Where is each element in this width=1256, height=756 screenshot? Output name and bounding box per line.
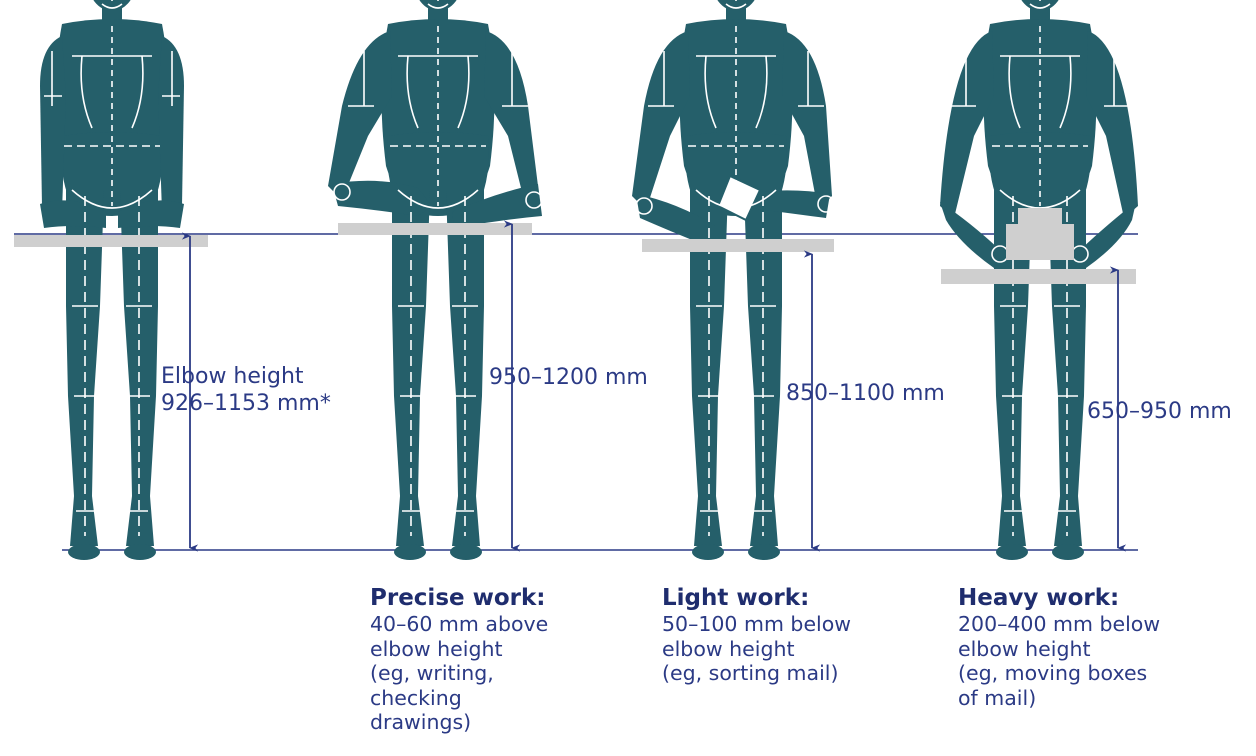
measure-light-line-1: 850–1100 mm (786, 381, 945, 406)
measure-label-precise: 950–1200 mm (489, 364, 648, 391)
caption-precise-work: Precise work: 40–60 mm above elbow heigh… (370, 584, 548, 735)
caption-heavy-line: elbow height (958, 637, 1160, 662)
measure-label-elbow: Elbow height 926–1153 mm* (161, 363, 331, 417)
caption-light-work: Light work: 50–100 mm below elbow height… (662, 584, 851, 686)
work-surface-precise (338, 223, 532, 235)
work-surface-elbow (14, 235, 208, 247)
measure-elbow-line-2: 926–1153 mm* (161, 390, 331, 417)
measure-elbow-line-1: Elbow height (161, 363, 331, 390)
caption-light-body: 50–100 mm below elbow height (eg, sortin… (662, 612, 851, 686)
mail-box (1018, 208, 1062, 224)
figure-elbow-height (40, 0, 184, 560)
mail-box-base (1006, 224, 1074, 260)
caption-precise-line: (eg, writing, (370, 661, 548, 686)
figure-light-work (632, 0, 834, 560)
measure-heavy-line-1: 650–950 mm (1087, 399, 1232, 424)
work-surface-heavy (941, 269, 1136, 284)
caption-heavy-line: (eg, moving boxes (958, 661, 1160, 686)
measure-label-heavy: 650–950 mm (1087, 398, 1232, 425)
caption-heavy-work: Heavy work: 200–400 mm below elbow heigh… (958, 584, 1160, 710)
measure-precise-line-1: 950–1200 mm (489, 365, 648, 390)
caption-precise-line: drawings) (370, 710, 548, 735)
caption-precise-line: checking (370, 686, 548, 711)
caption-light-line: 50–100 mm below (662, 612, 851, 637)
caption-precise-line: 40–60 mm above (370, 612, 548, 637)
caption-heavy-heading: Heavy work: (958, 584, 1160, 612)
caption-precise-heading: Precise work: (370, 584, 548, 612)
caption-precise-body: 40–60 mm above elbow height (eg, writing… (370, 612, 548, 735)
figure-precise-work (328, 0, 542, 560)
caption-light-line: elbow height (662, 637, 851, 662)
caption-heavy-line: 200–400 mm below (958, 612, 1160, 637)
caption-heavy-body: 200–400 mm below elbow height (eg, movin… (958, 612, 1160, 710)
caption-light-line: (eg, sorting mail) (662, 661, 851, 686)
caption-precise-line: elbow height (370, 637, 548, 662)
work-surface-light (642, 239, 834, 252)
caption-heavy-line: of mail) (958, 686, 1160, 711)
caption-light-heading: Light work: (662, 584, 851, 612)
measure-label-light: 850–1100 mm (786, 380, 945, 407)
